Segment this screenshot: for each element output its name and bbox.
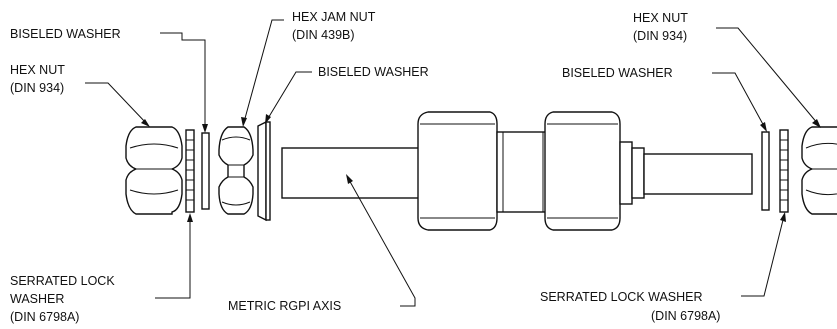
serrated-lock-washer-left [185, 129, 195, 213]
label-hex-jam-nut: HEX JAM NUT [292, 10, 376, 24]
serrated-lock-washer-right [779, 129, 789, 213]
label-biseled-washer-middle: BISELED WASHER [318, 65, 429, 79]
label-serrated-lock-washer-left-2: WASHER [10, 292, 64, 306]
label-hex-nut-right: HEX NUT [633, 11, 688, 25]
rgpi-axis [281, 111, 753, 231]
hex-nut-left [125, 126, 183, 215]
label-hex-nut-left: HEX NUT [10, 63, 65, 77]
label-metric-rgpi-axis: METRIC RGPI AXIS [228, 299, 341, 313]
label-hex-nut-right-spec: (DIN 934) [633, 29, 687, 43]
biseled-washer-right [761, 131, 770, 211]
label-serrated-lock-washer-left: SERRATED LOCK [10, 274, 115, 288]
biseled-washer-middle [257, 120, 271, 222]
label-biseled-washer-right: BISELED WASHER [562, 66, 673, 80]
label-hex-jam-nut-spec: (DIN 439B) [292, 28, 355, 42]
label-serrated-lock-washer-right: SERRATED LOCK WASHER [540, 290, 703, 304]
label-hex-nut-left-spec: (DIN 934) [10, 81, 64, 95]
label-serrated-lock-washer-right-spec: (DIN 6798A) [651, 309, 720, 323]
label-biseled-washer-left-top: BISELED WASHER [10, 27, 121, 41]
biseled-washer-left [201, 132, 210, 210]
hex-nut-right [801, 126, 837, 215]
labels: BISELED WASHER HEX JAM NUT (DIN 439B) BI… [10, 10, 720, 324]
label-serrated-lock-washer-left-spec: (DIN 6798A) [10, 310, 79, 324]
leader-lines [85, 19, 821, 307]
hex-jam-nut [218, 126, 254, 215]
